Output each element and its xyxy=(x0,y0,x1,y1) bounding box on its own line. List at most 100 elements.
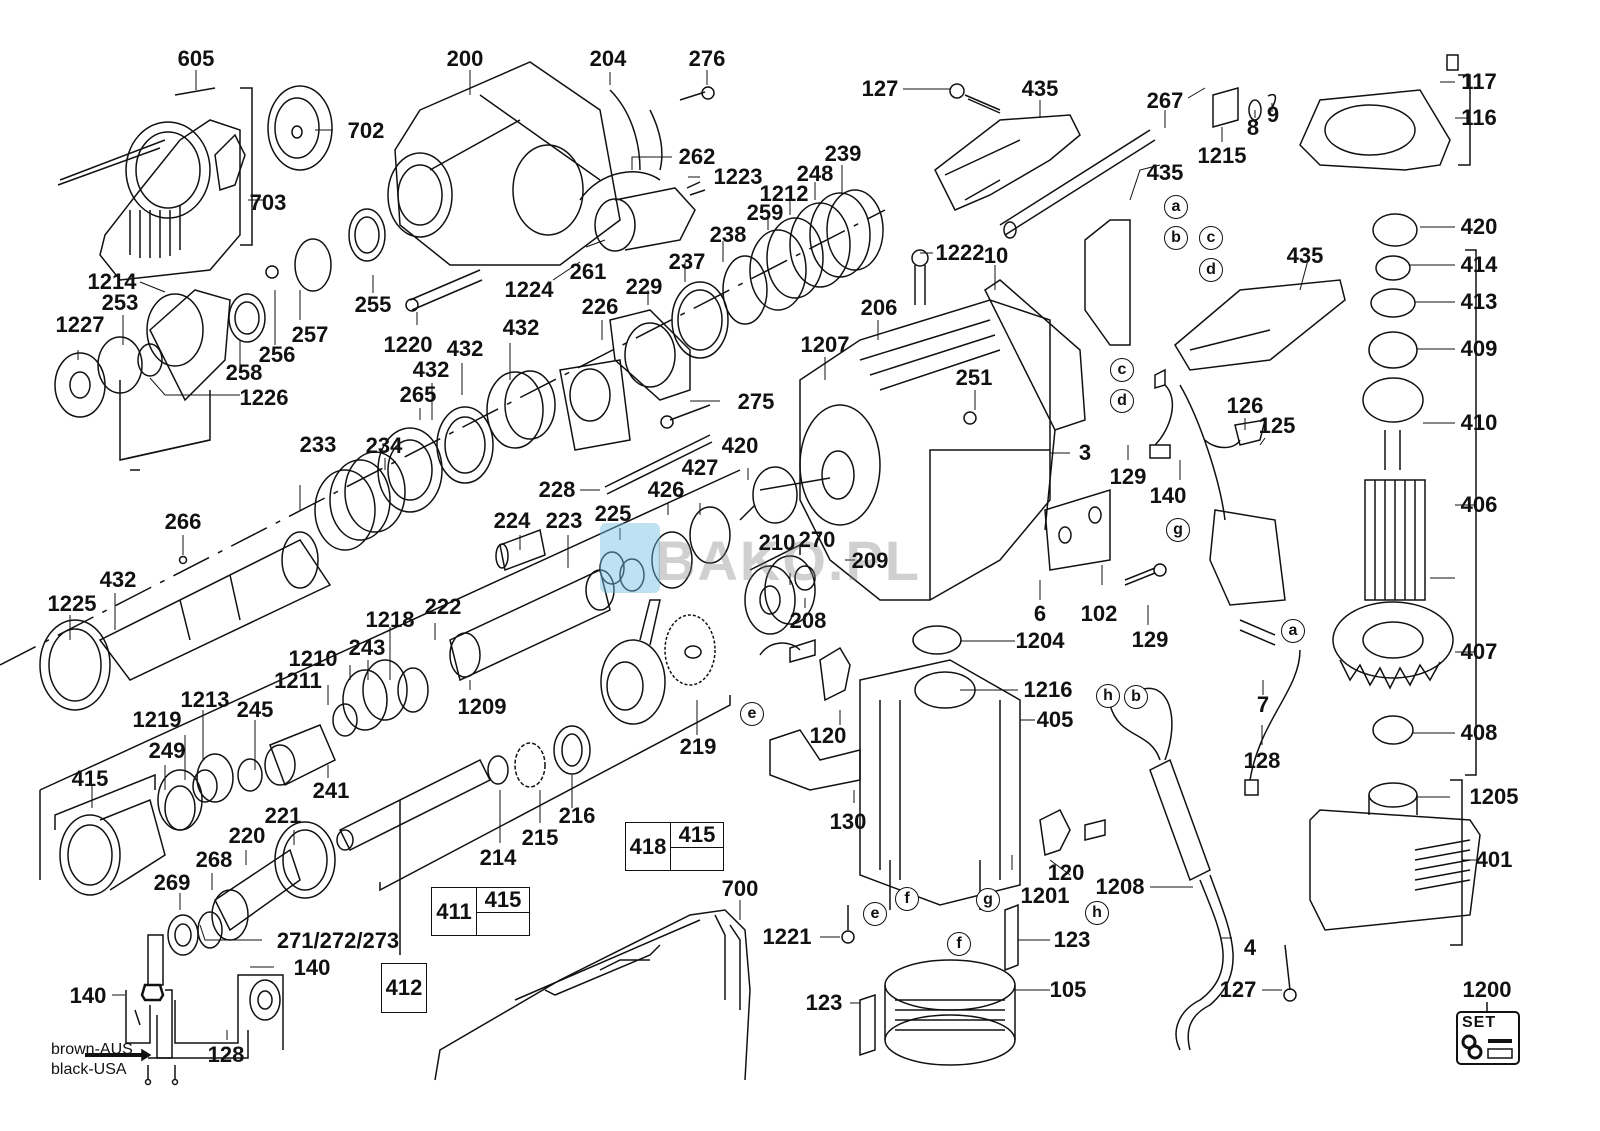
part-label-1209: 1209 xyxy=(457,694,507,719)
part-label-435c: 435 xyxy=(1286,243,1324,268)
part-label-410: 410 xyxy=(1460,410,1498,435)
part-label-251: 251 xyxy=(955,365,993,390)
part-label-420a: 420 xyxy=(721,433,759,458)
part-label-234: 234 xyxy=(365,433,403,458)
part-label-432a: 432 xyxy=(502,315,540,340)
part-label-268: 268 xyxy=(195,847,233,872)
part-label-432c: 432 xyxy=(412,357,450,382)
part-label-200: 200 xyxy=(446,46,484,71)
part-label-420b: 420 xyxy=(1460,214,1498,239)
connector-marker-b: b xyxy=(1124,685,1148,709)
part-label-1223: 1223 xyxy=(713,164,763,189)
part-label-1204: 1204 xyxy=(1015,628,1065,653)
main-handle-drawing xyxy=(934,83,1346,371)
part-label-1225: 1225 xyxy=(47,591,97,616)
part-label-220: 220 xyxy=(228,823,266,848)
power-cord-drawing xyxy=(1109,687,1234,1051)
part-label-415a: 415 xyxy=(71,766,109,791)
group-box-418: 418 415 xyxy=(625,822,724,871)
part-label-258: 258 xyxy=(225,360,263,385)
part-label-105: 105 xyxy=(1049,977,1087,1002)
carrying-case-drawing xyxy=(434,909,751,1081)
selector-spring-drawing xyxy=(609,86,715,171)
motor-housing-drawing xyxy=(799,249,1167,655)
part-label-125: 125 xyxy=(1258,413,1296,438)
group-box-411-top: 415 xyxy=(477,887,529,913)
part-label-237: 237 xyxy=(668,249,706,274)
connector-marker-e: e xyxy=(740,702,764,726)
clutch-gear-drawing xyxy=(379,599,731,892)
part-label-1201: 1201 xyxy=(1020,883,1070,908)
part-label-6: 6 xyxy=(1033,601,1047,626)
part-label-129a: 129 xyxy=(1109,464,1147,489)
part-label-426: 426 xyxy=(647,477,685,502)
connector-marker-g: g xyxy=(1166,518,1190,542)
bearing-housing-drawing xyxy=(54,773,196,896)
part-label-222: 222 xyxy=(424,594,462,619)
side-handle-drawing xyxy=(57,87,253,281)
seal-rings-drawing xyxy=(599,506,731,592)
part-label-702: 702 xyxy=(347,118,385,143)
part-label-128a: 128 xyxy=(207,1042,245,1067)
part-label-8: 8 xyxy=(1246,115,1260,140)
part-label-269: 269 xyxy=(153,870,191,895)
part-label-1220: 1220 xyxy=(383,332,433,357)
part-label-221: 221 xyxy=(264,803,302,828)
part-label-130: 130 xyxy=(829,809,867,834)
wiring-schematic-drawing xyxy=(125,934,284,1086)
part-label-215: 215 xyxy=(521,825,559,850)
part-label-123b: 123 xyxy=(805,990,843,1015)
part-label-253: 253 xyxy=(101,290,139,315)
part-label-270: 270 xyxy=(798,527,836,552)
wiring-legend-line-1: brown-AUS xyxy=(51,1041,133,1058)
part-label-1200: 1200 xyxy=(1462,977,1512,1002)
connector-marker-a: a xyxy=(1281,619,1305,643)
part-label-219: 219 xyxy=(679,734,717,759)
part-label-140a: 140 xyxy=(69,983,107,1008)
connector-marker-d: d xyxy=(1199,258,1223,282)
part-label-1208: 1208 xyxy=(1095,874,1145,899)
part-label-407: 407 xyxy=(1460,639,1498,664)
part-label-127a: 127 xyxy=(861,76,899,101)
part-label-210: 210 xyxy=(758,530,796,555)
part-label-1221: 1221 xyxy=(762,924,812,949)
part-label-120b: 120 xyxy=(1047,860,1085,885)
group-box-411-left: 411 xyxy=(432,888,477,935)
group-box-412: 412 xyxy=(381,963,427,1013)
part-label-249: 249 xyxy=(148,738,186,763)
part-label-243: 243 xyxy=(348,635,386,660)
connector-marker-h: h xyxy=(1085,901,1109,925)
part-label-233: 233 xyxy=(299,432,337,457)
group-box-411: 411 415 xyxy=(431,887,530,936)
part-label-208: 208 xyxy=(789,608,827,633)
part-label-140b: 140 xyxy=(293,955,331,980)
part-label-405: 405 xyxy=(1036,707,1074,732)
part-label-1205: 1205 xyxy=(1469,784,1519,809)
selector-knob-drawing xyxy=(579,171,706,252)
watermark-text: BAKO.PL xyxy=(655,529,921,592)
watermark-logo-mark xyxy=(600,523,660,593)
part-label-275: 275 xyxy=(737,389,775,414)
part-label-239: 239 xyxy=(824,141,862,166)
part-label-265: 265 xyxy=(399,382,437,407)
part-label-1222: 1222 xyxy=(935,240,985,265)
part-label-414: 414 xyxy=(1460,252,1498,277)
part-label-256: 256 xyxy=(258,342,296,367)
set-kit-icon: SET xyxy=(1456,1011,1520,1065)
part-label-226: 226 xyxy=(581,294,619,319)
part-label-120a: 120 xyxy=(809,723,847,748)
part-label-276: 276 xyxy=(688,46,726,71)
spindle-drawing xyxy=(336,758,492,955)
set-kit-parts-icon xyxy=(1461,1034,1513,1060)
part-label-229: 229 xyxy=(625,274,663,299)
group-box-418-blank xyxy=(671,848,723,870)
group-box-418-left: 418 xyxy=(626,823,671,870)
group-box-418-top: 415 xyxy=(671,822,723,848)
part-label-432b: 432 xyxy=(446,336,484,361)
chuck-assembly-drawing xyxy=(54,238,332,471)
part-label-206: 206 xyxy=(860,295,898,320)
part-label-117: 117 xyxy=(1461,69,1497,94)
part-label-703: 703 xyxy=(249,190,287,215)
wiring-arrow-head xyxy=(141,1048,152,1062)
